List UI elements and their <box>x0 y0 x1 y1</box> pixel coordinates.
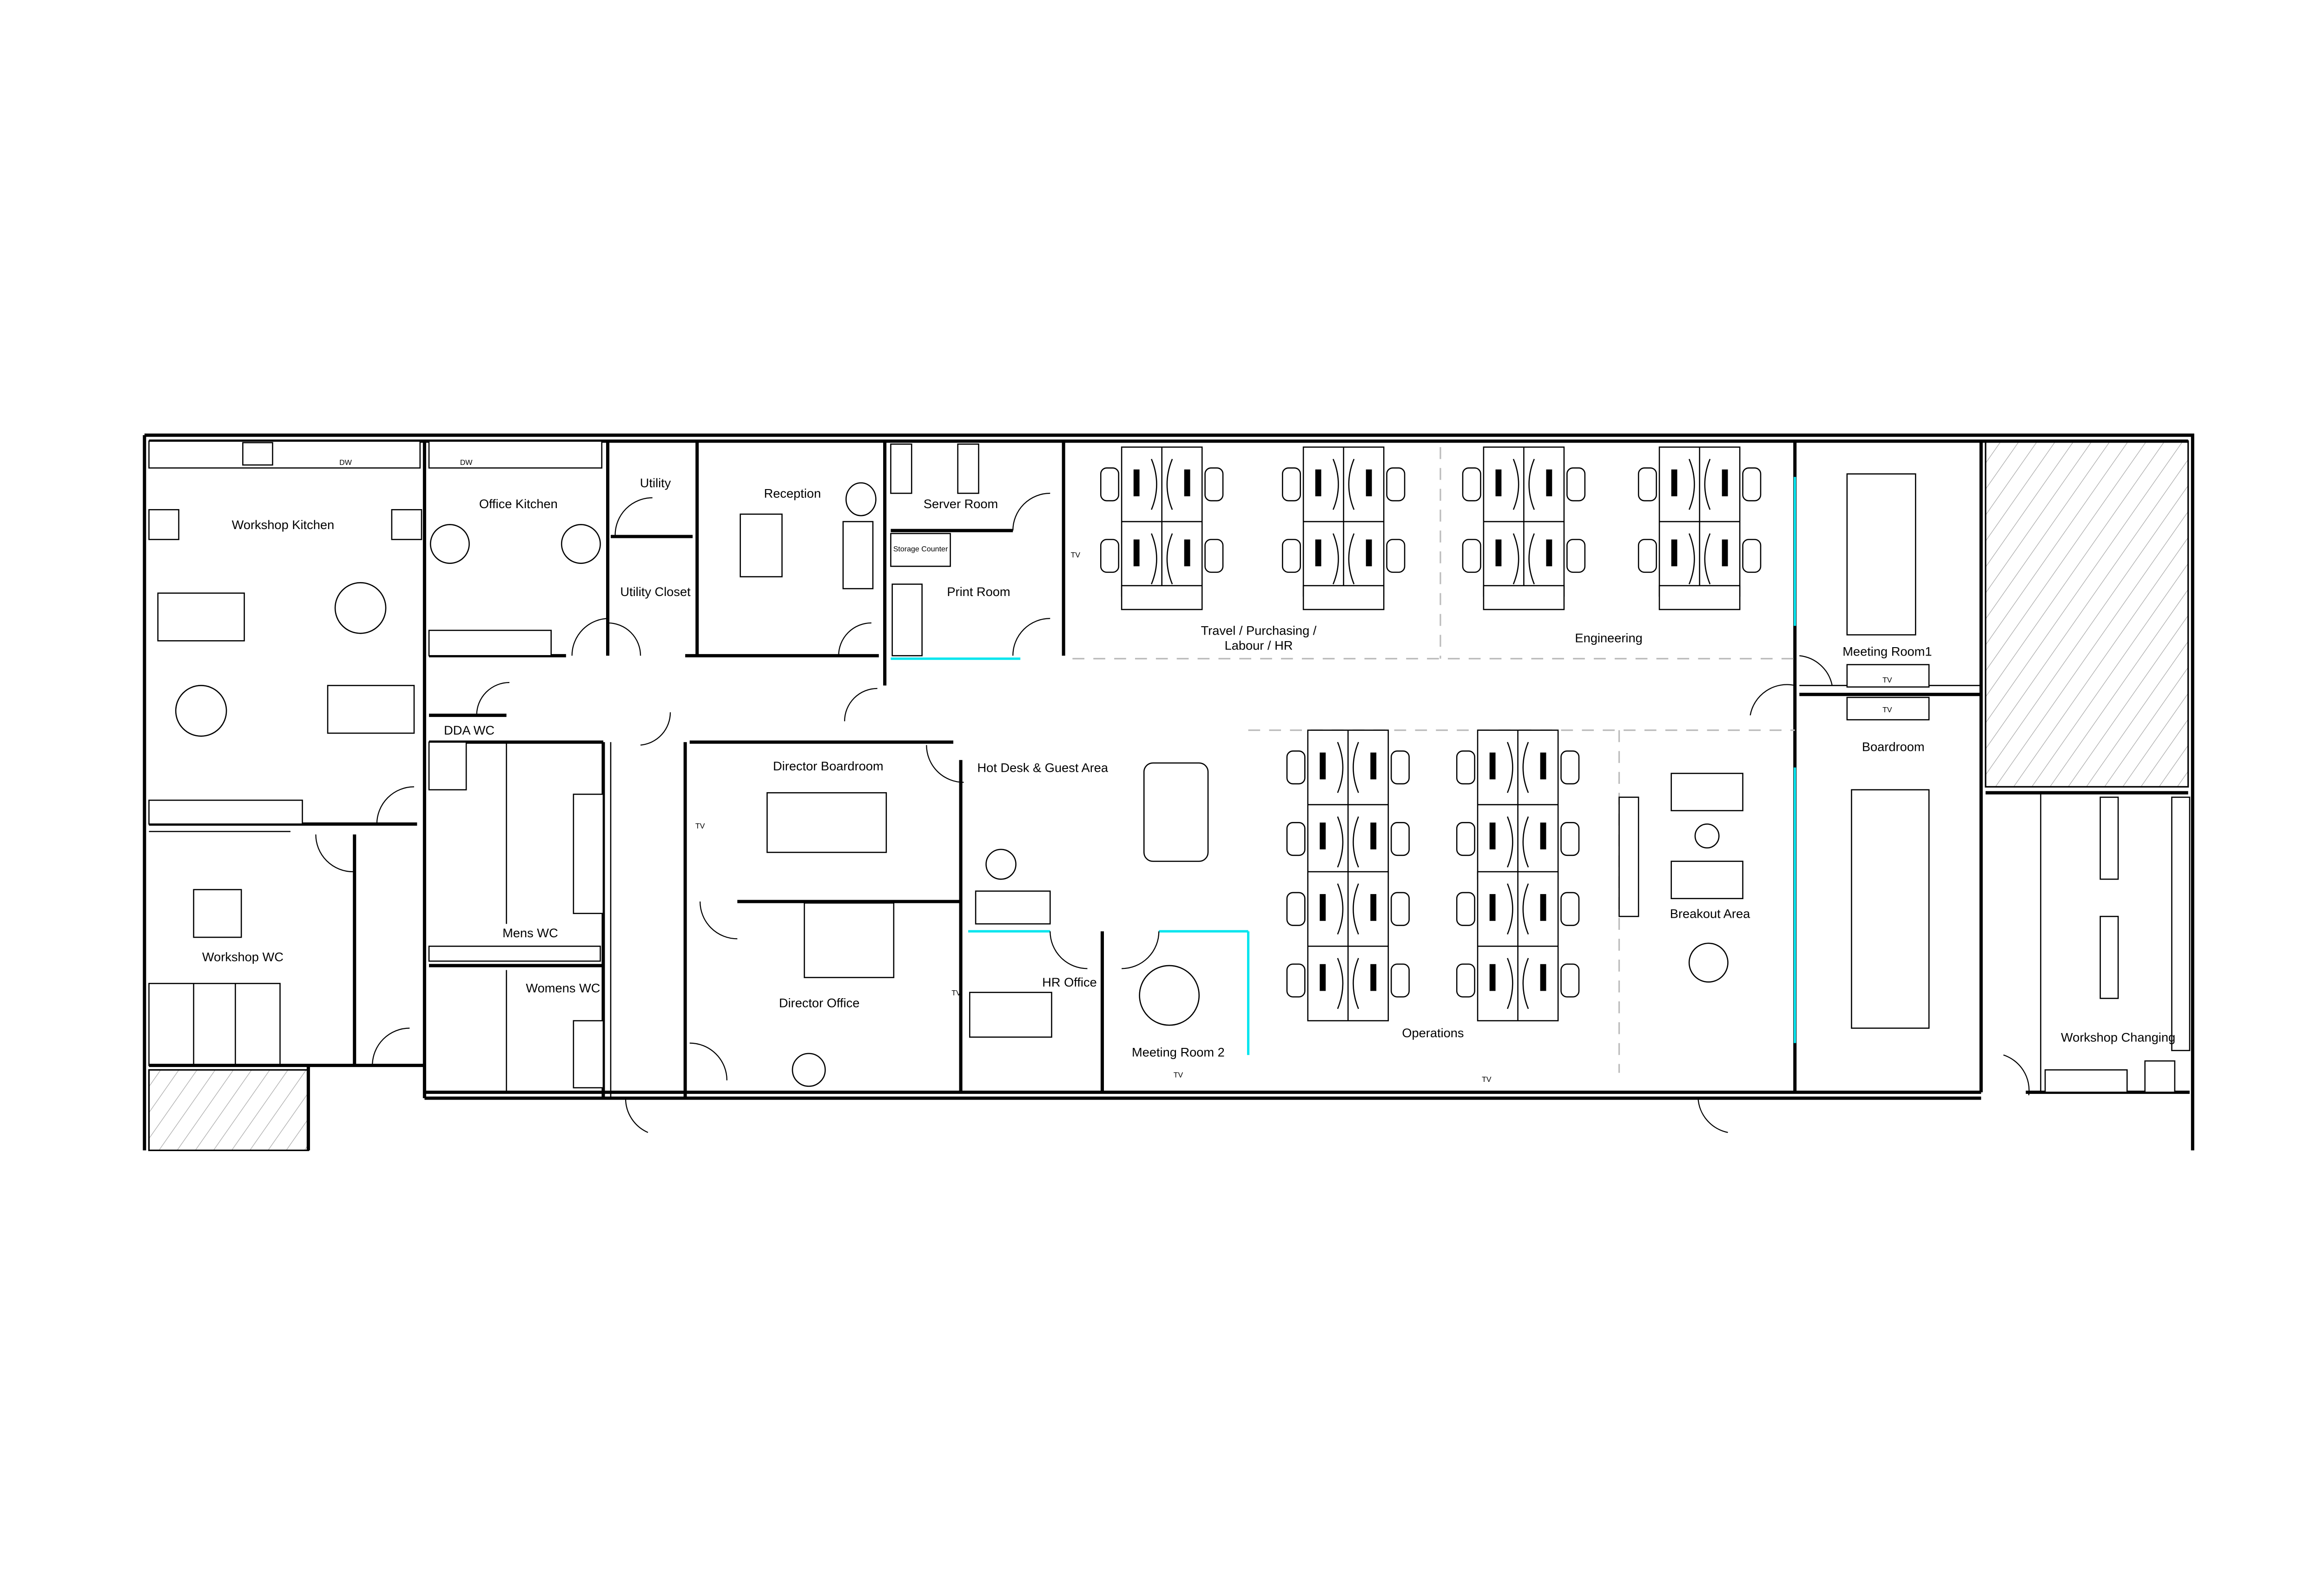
label-engineering: Engineering <box>1575 631 1642 645</box>
tv-label-meeting-room-2: TV <box>1174 1071 1183 1079</box>
reception-furniture <box>739 482 877 590</box>
tv-label-meeting-room-1: TV <box>1882 676 1892 684</box>
office-kitchen-furniture <box>428 440 602 656</box>
label-utility-closet: Utility Closet <box>620 584 691 599</box>
meeting-tables: TV TV <box>766 473 2191 1093</box>
label-director-office: Director Office <box>779 996 860 1010</box>
tv-label-operations: TV <box>1482 1075 1492 1084</box>
label-workshop-changing: Workshop Changing <box>2061 1030 2175 1044</box>
dw-label-office-kitchen: DW <box>460 458 473 467</box>
glazed-partitions <box>891 477 1796 1055</box>
label-workshop-kitchen: Workshop Kitchen <box>232 517 335 532</box>
label-utility: Utility <box>640 476 671 490</box>
label-womens-wc: Womens WC <box>526 981 600 995</box>
label-hot-desk-guest-area: Hot Desk & Guest Area <box>977 760 1109 775</box>
label-workshop-wc: Workshop WC <box>202 949 284 964</box>
server-print-furniture: Storage Counter <box>890 444 979 656</box>
tv-label-director-office: TV <box>951 989 961 997</box>
label-breakout-area: Breakout Area <box>1670 906 1750 921</box>
label-hr-office: HR Office <box>1042 975 1097 989</box>
doors <box>315 492 2030 1133</box>
label-office-kitchen: Office Kitchen <box>479 497 558 511</box>
label-boardroom: Boardroom <box>1862 739 1925 754</box>
tv-label-director-boardroom: TV <box>695 822 705 830</box>
hatched-void-bottom-left <box>148 1069 309 1151</box>
tv-label-boardroom: TV <box>1882 706 1892 714</box>
wc-fixtures <box>148 741 604 1093</box>
label-server-room: Server Room <box>924 497 998 511</box>
label-meeting-room-1: Meeting Room1 <box>1842 644 1932 658</box>
label-travel-purchasing: Travel / Purchasing / <box>1201 623 1317 637</box>
tv-label-open-plan: TV <box>1071 551 1081 559</box>
hatched-void-top-right <box>1985 440 2189 788</box>
label-labour-hr: Labour / HR <box>1225 638 1293 653</box>
dw-label-workshop-kitchen: DW <box>339 458 352 467</box>
label-meeting-room-2: Meeting Room 2 <box>1132 1045 1225 1059</box>
label-mens-wc: Mens WC <box>502 926 558 940</box>
workshop-kitchen-furniture <box>148 440 423 825</box>
label-operations: Operations <box>1402 1026 1464 1040</box>
storage-counter-label: Storage Counter <box>893 545 948 553</box>
label-print-room: Print Room <box>947 584 1010 599</box>
room-labels: Workshop Kitchen Office Kitchen Utility … <box>202 458 2175 1084</box>
label-director-boardroom: Director Boardroom <box>773 759 884 773</box>
label-reception: Reception <box>764 486 821 501</box>
label-dda-wc: DDA WC <box>444 723 495 737</box>
workstations <box>1100 446 1762 1022</box>
